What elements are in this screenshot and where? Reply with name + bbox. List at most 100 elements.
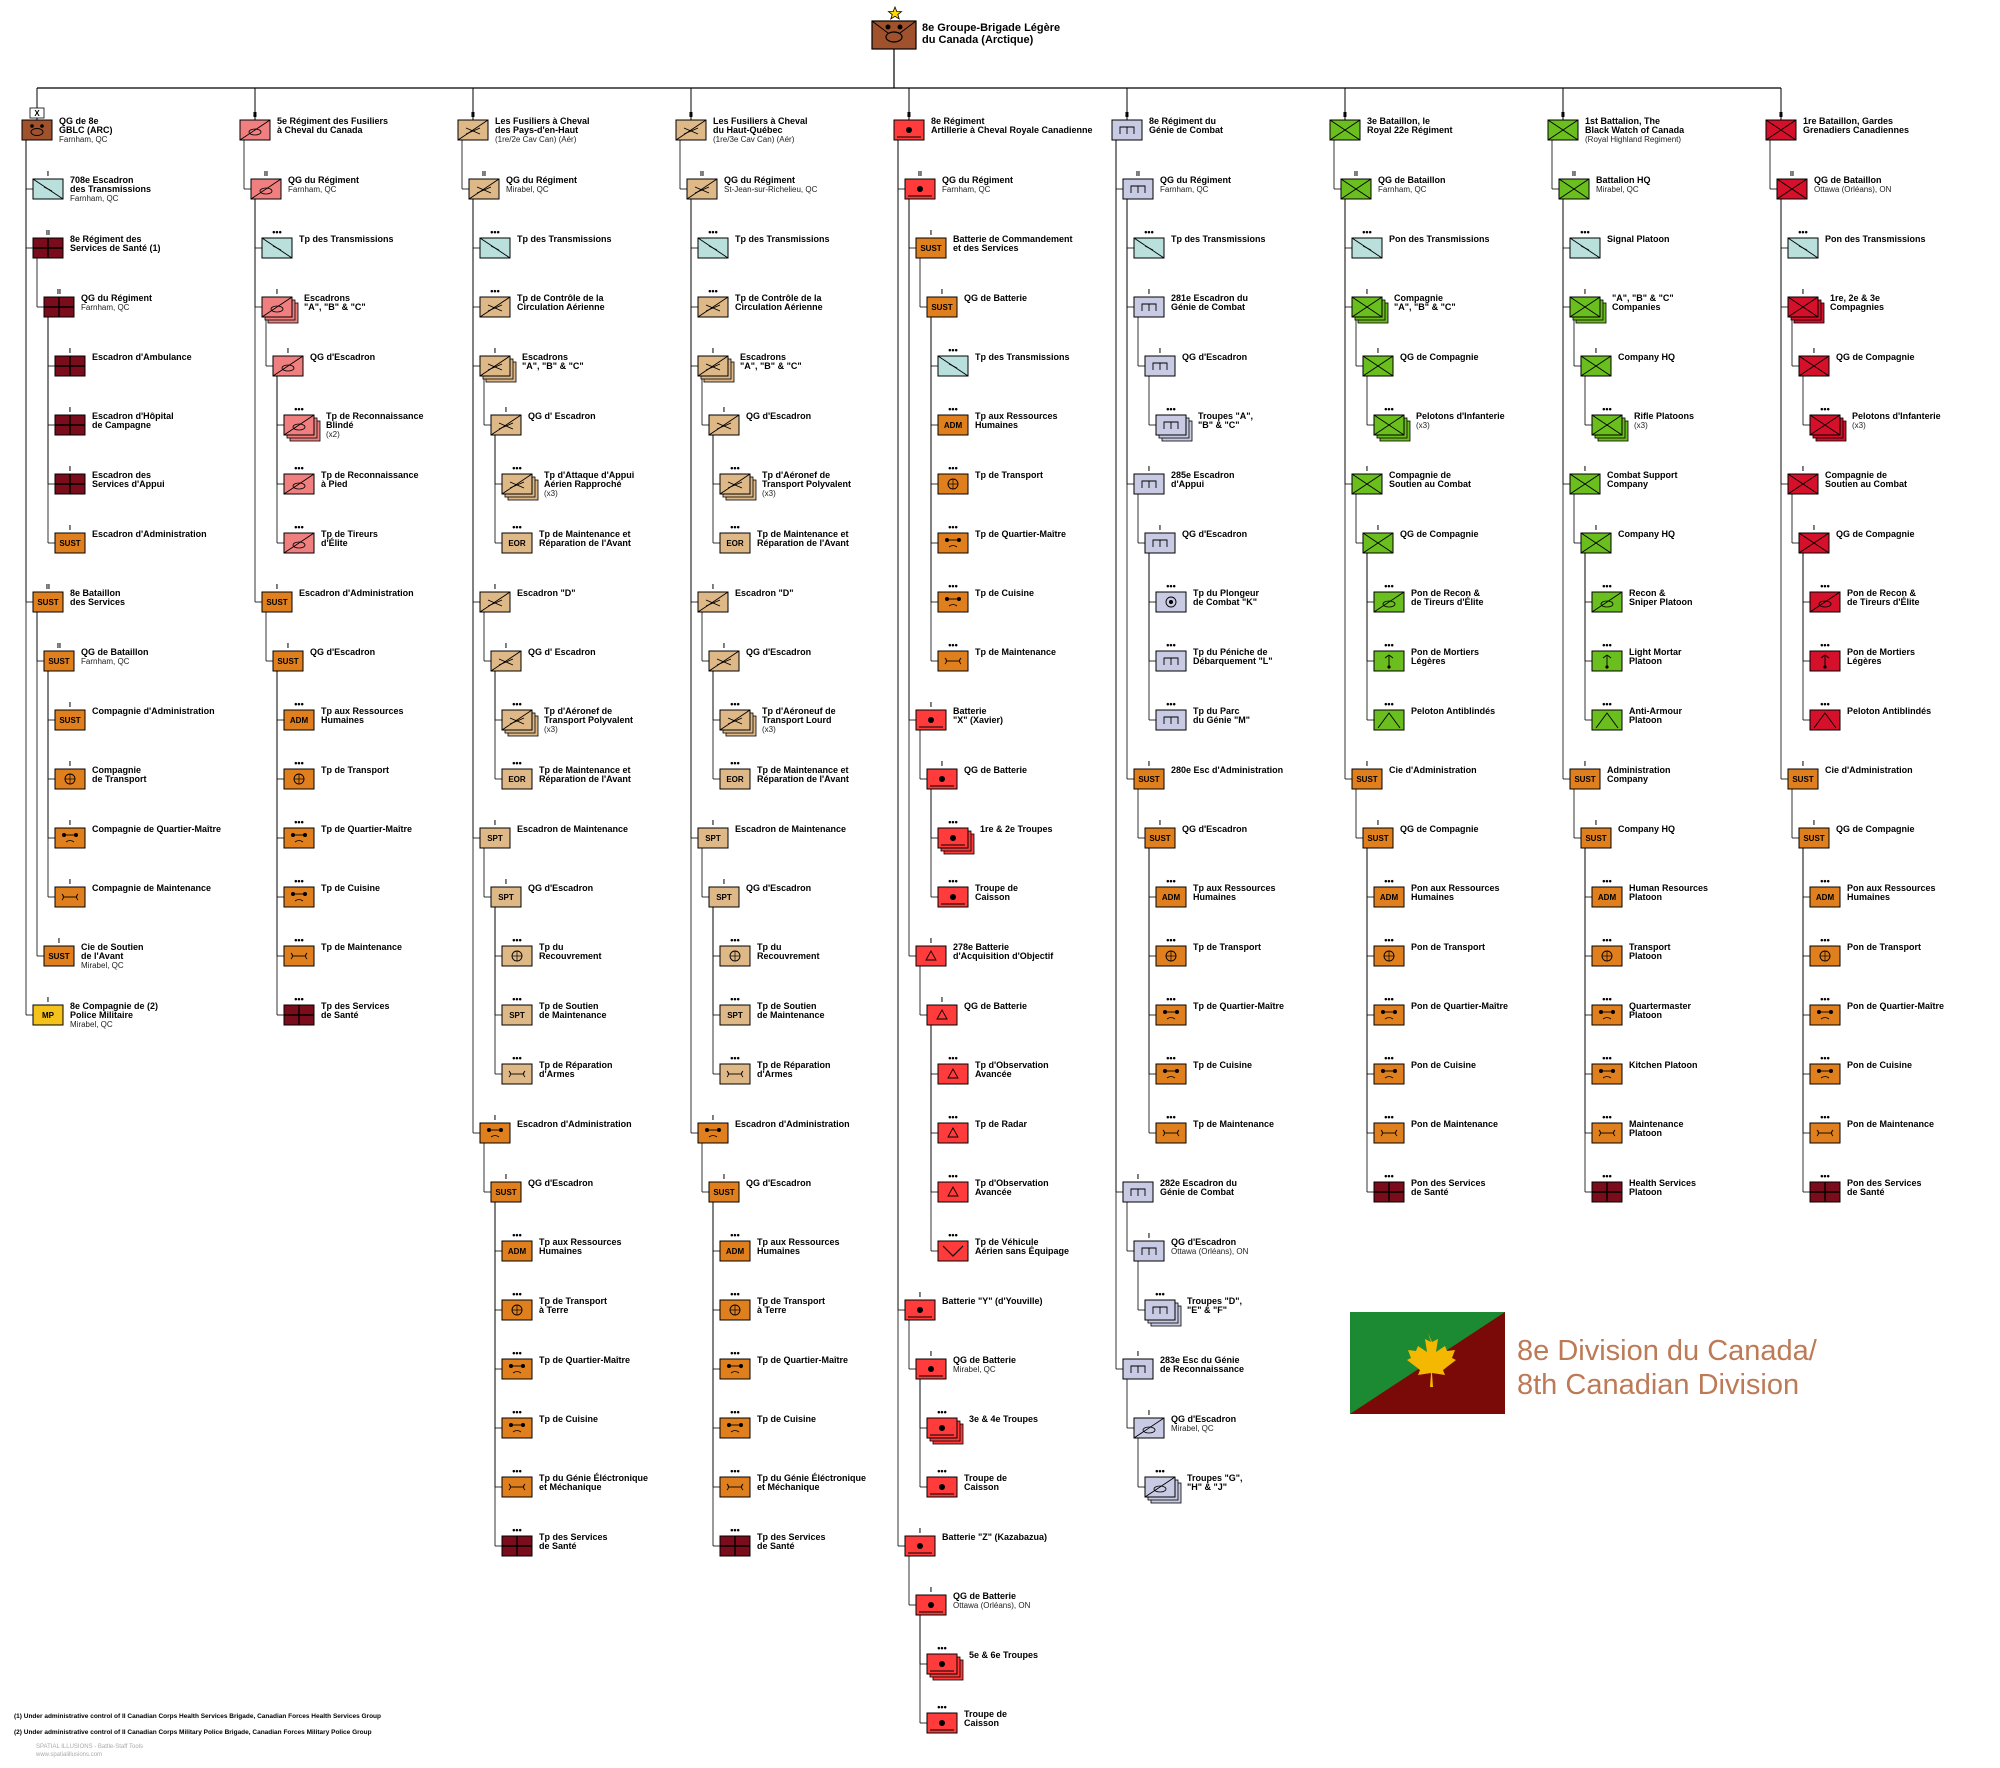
unit-label: de Reconnaissance (1160, 1364, 1244, 1374)
echelon-marker: ••• (948, 1230, 957, 1240)
unit-label: Escadron des (92, 470, 151, 480)
unit-symbol (32, 1004, 64, 1026)
avn-icon (468, 178, 500, 200)
unit-label: Tp des Services (757, 1532, 826, 1542)
unit-label: Tp du Péniche de (1193, 647, 1268, 657)
avn-icon (490, 414, 522, 436)
echelon-marker: ••• (1384, 1171, 1393, 1181)
sig-icon (261, 237, 293, 259)
echelon-marker: ••• (730, 1053, 739, 1063)
unit-label: 278e Batterie (953, 942, 1009, 952)
credit-line1: SPATIAL ILLUSIONS - Battle-Staff Tools (36, 1744, 144, 1750)
unit-label: Légères (1847, 656, 1882, 666)
txt-icon: SUST (1803, 834, 1824, 843)
qm-icon (1163, 1010, 1179, 1020)
unit-label: Tp du Parc (1193, 706, 1240, 716)
qm-icon (705, 1128, 721, 1138)
med-icon (44, 297, 74, 317)
txt-icon: SUST (1367, 834, 1388, 843)
unit-card: •••Tp de Cuisine (283, 876, 380, 908)
star-icon (887, 5, 903, 20)
inf-icon (1580, 532, 1612, 554)
txt-icon: ADM (1598, 893, 1617, 902)
unit-symbol (490, 1181, 522, 1203)
unit-label: Tp aux Ressources (321, 706, 404, 716)
unit-label: Kitchen Platoon (1629, 1060, 1698, 1070)
unit-symbol (501, 1358, 533, 1380)
echelon-marker: I (930, 702, 932, 709)
echelon-marker: I (712, 584, 714, 591)
unit-label: des Transmissions (70, 184, 151, 194)
txt-icon: SUST (713, 1188, 734, 1197)
txt-icon: ADM (508, 1247, 527, 1256)
unit-label: Tp de Quartier-Maître (1193, 1001, 1284, 1011)
unit-label: de Santé (1847, 1187, 1885, 1197)
unit-label: Tp d'Observation (975, 1178, 1049, 1188)
unit-label: QG d'Escadron (746, 411, 811, 421)
unit-card: •••Tp de Quartier-Maître (719, 1348, 848, 1380)
echelon-marker: ••• (1384, 699, 1393, 709)
echelon-marker: I (930, 1587, 932, 1594)
unit-label: Pon aux Ressources (1847, 883, 1936, 893)
txt-icon: EOR (726, 775, 744, 784)
maint-icon (1162, 1129, 1180, 1137)
unit-label: de Santé (757, 1541, 795, 1551)
unit-label: Réparation de l'Avant (539, 774, 631, 784)
unit-symbol (283, 827, 315, 849)
unit-label: QG de Batterie (964, 293, 1027, 303)
unit-label: Transport Polyvalent (544, 715, 633, 725)
echelon-marker: ••• (294, 758, 303, 768)
unit-label: 283e Esc du Génie (1160, 1355, 1240, 1365)
unit-label: QG du Régiment (506, 175, 577, 185)
svg-text:SUST: SUST (1574, 775, 1595, 784)
unit-location: (x3) (544, 489, 558, 498)
unit-label: "X" (Xavier) (953, 715, 1003, 725)
unit-card: •••Troupes "D","E" & "F" (1144, 1289, 1242, 1327)
maint-icon (944, 657, 962, 665)
unit-label: QG de Bataillon (1814, 175, 1882, 185)
unit-label: Pon des Transmissions (1825, 234, 1926, 244)
unit-card: •••Tp des Transmissions (937, 345, 1070, 377)
unit-location: Ottawa (Orléans), ON (953, 1601, 1031, 1610)
unit-symbol (501, 532, 533, 554)
echelon-marker: II (1779, 112, 1783, 119)
unit-label: Tp du (539, 942, 564, 952)
eng-icon (1141, 1247, 1157, 1255)
unit-label: Combat Support (1607, 470, 1678, 480)
unit-symbol (283, 886, 315, 908)
eng-icon (1152, 362, 1168, 370)
unit-label: Company HQ (1618, 824, 1675, 834)
unit-label: Artillerie à Cheval Royale Canadienne (931, 125, 1093, 135)
unit-label: 5e Régiment des Fusiliers (277, 116, 388, 126)
unit-location: St-Jean-sur-Richelieu, QC (724, 185, 818, 194)
unit-location: Farnham, QC (942, 185, 991, 194)
unit-card: IQG de Compagnie (1798, 348, 1915, 377)
echelon-marker: I (69, 525, 71, 532)
unit-label: Pon des Transmissions (1389, 234, 1490, 244)
unit-card: •••Tp des Transmissions (697, 227, 830, 259)
unit-card: •••Recon &Sniper Platoon (1591, 581, 1693, 613)
recce-icon (272, 355, 304, 377)
unit-location: Farnham, QC (288, 185, 337, 194)
unit-location: (1re/2e Cav Can) (Aér) (495, 135, 577, 144)
unit-label: Quartermaster (1629, 1001, 1692, 1011)
echelon-marker: I (723, 407, 725, 414)
unit-symbol (915, 945, 947, 967)
echelon-marker: I (1802, 289, 1804, 296)
unit-label: Tp de Cuisine (975, 588, 1034, 598)
maint-icon (61, 893, 79, 901)
unit-label: d'Armes (757, 1069, 793, 1079)
unit-label: Tp de Transport (321, 765, 389, 775)
echelon-marker: I (941, 289, 943, 296)
echelon-marker: ••• (948, 1171, 957, 1181)
